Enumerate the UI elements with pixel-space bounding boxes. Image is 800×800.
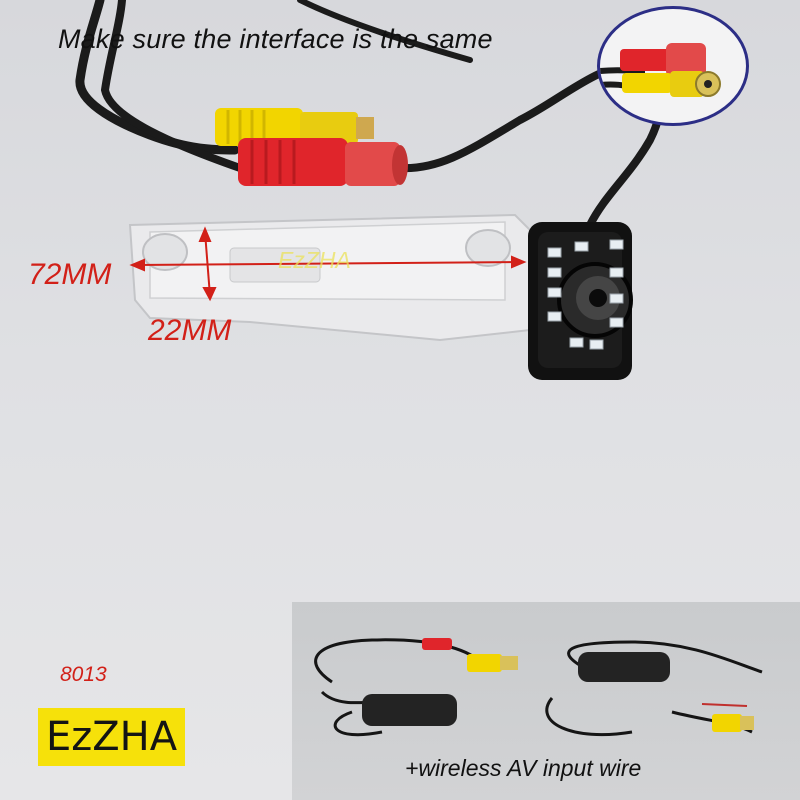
width-dimension-label: 72MM xyxy=(28,258,112,291)
model-code: 8013 xyxy=(60,663,107,686)
camera-body xyxy=(528,222,633,380)
license-plate-bracket xyxy=(128,213,542,342)
interface-notice: Make sure the interface is the same xyxy=(58,24,493,54)
wireless-kit-illustration xyxy=(314,638,763,737)
brand-watermark: EzZHA xyxy=(278,247,351,273)
accessory-caption: +wireless AV input wire xyxy=(405,755,642,781)
height-dimension-label: 22MM xyxy=(148,314,232,347)
brand-logo-text: EzZHA xyxy=(45,714,178,760)
wireless-accessory-photo xyxy=(292,602,800,800)
dimension-arrows xyxy=(129,226,527,302)
red-rca-connector xyxy=(238,138,408,186)
connector-inset-illustration xyxy=(600,43,721,97)
connector-inset xyxy=(597,6,749,126)
brand-logo-box: EzZHA xyxy=(38,708,185,766)
yellow-rca-connector xyxy=(215,108,374,146)
